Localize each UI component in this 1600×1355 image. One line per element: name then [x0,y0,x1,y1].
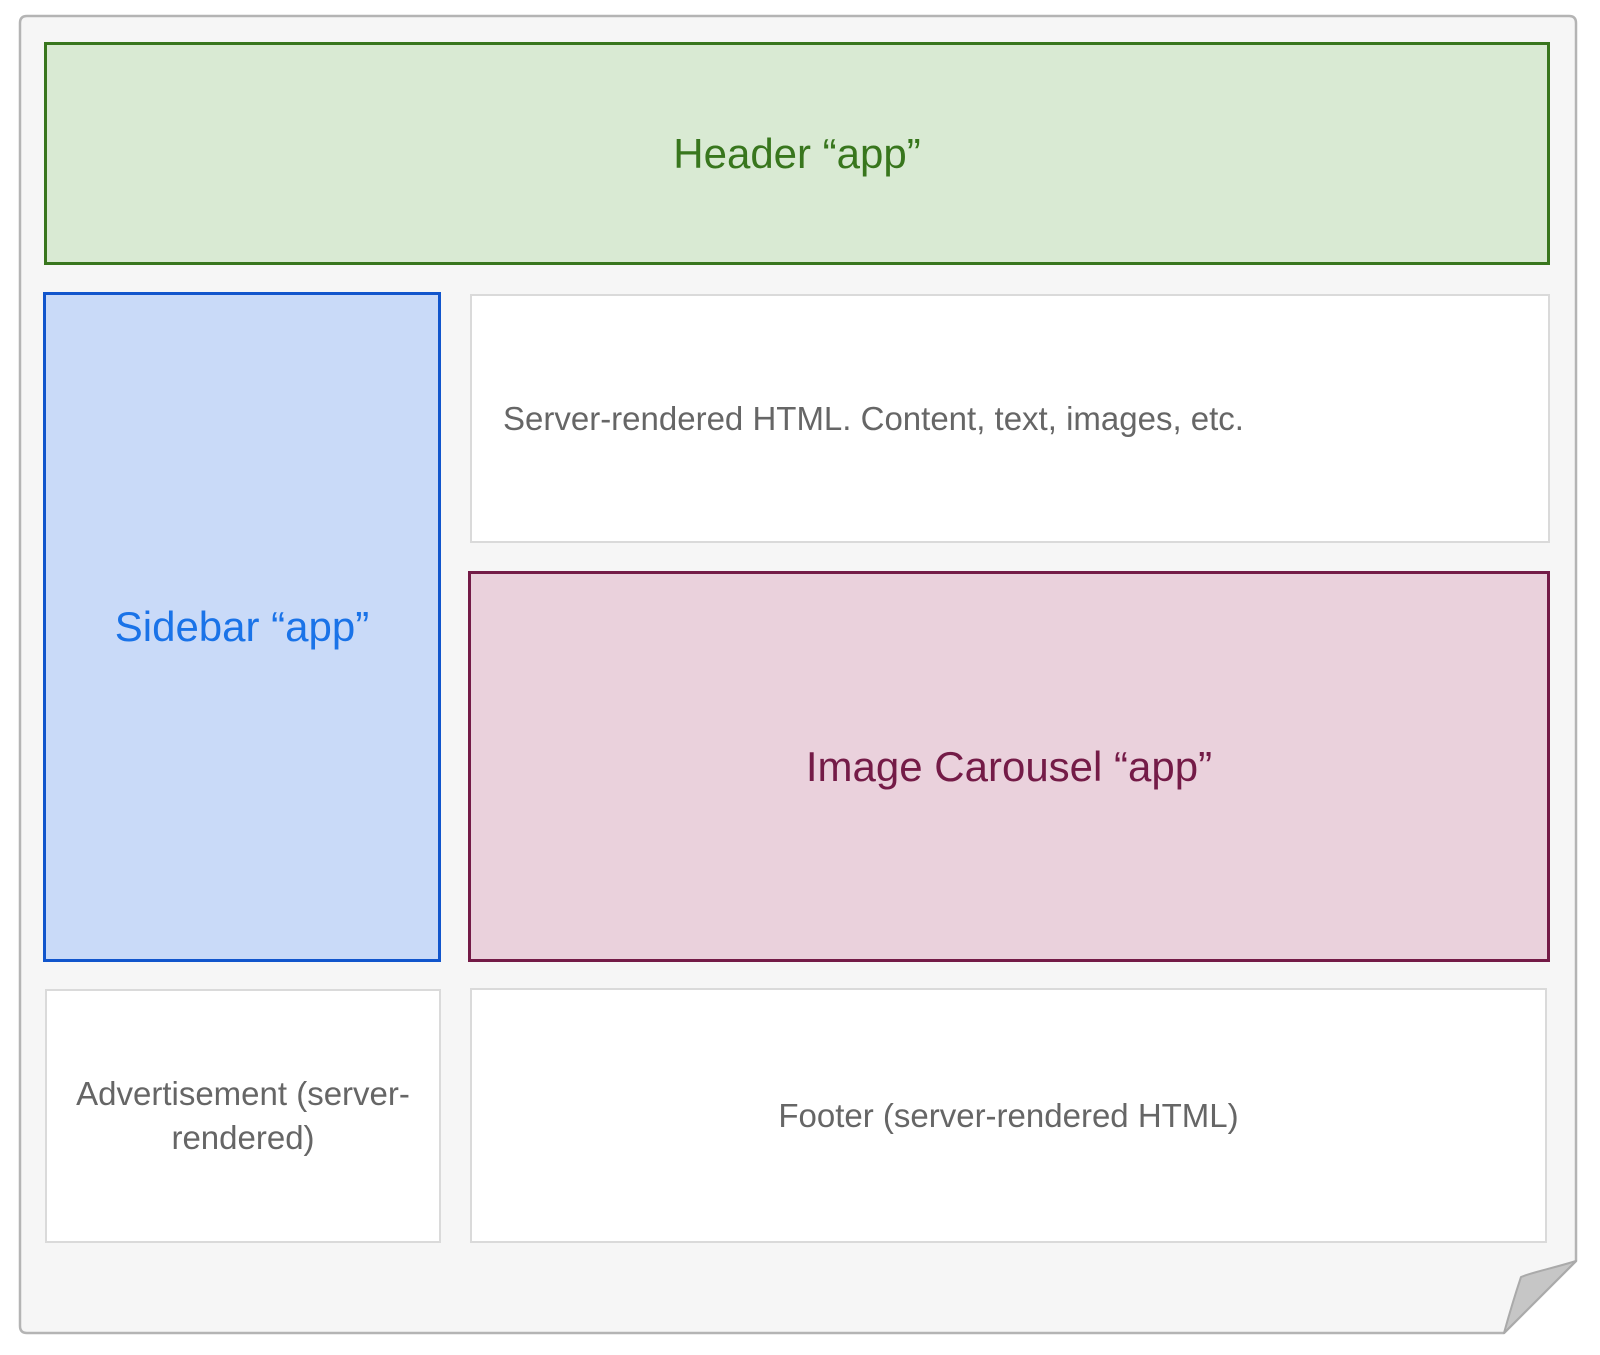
sidebar-app-box: Sidebar “app” [43,292,441,962]
sidebar-app-label: Sidebar “app” [114,603,370,650]
header-app-label: Header “app” [673,129,921,177]
advertisement-label: Advertisement (server-rendered) [76,1075,410,1156]
advertisement-box: Advertisement (server-rendered) [45,989,441,1243]
footer-box: Footer (server-rendered HTML) [470,988,1547,1243]
server-rendered-content-box: Server-rendered HTML. Content, text, ima… [470,294,1550,543]
image-carousel-app-box: Image Carousel “app” [468,571,1550,962]
footer-label: Footer (server-rendered HTML) [778,1096,1239,1134]
server-rendered-content-label: Server-rendered HTML. Content, text, ima… [503,399,1244,437]
header-app-box: Header “app” [44,42,1550,265]
image-carousel-app-label: Image Carousel “app” [805,742,1213,790]
page-corner-fold [1503,1260,1577,1334]
